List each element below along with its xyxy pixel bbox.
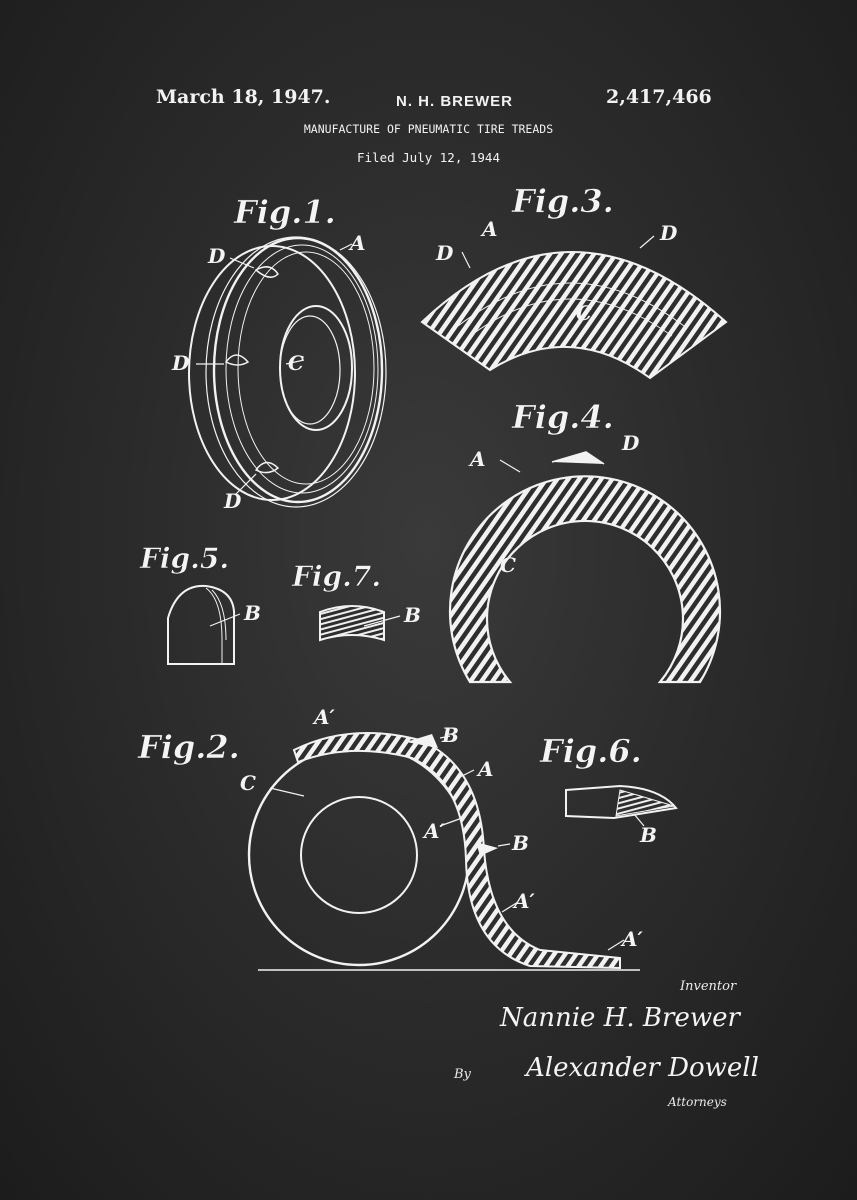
attorney-role-label: Attorneys (667, 1095, 727, 1109)
fig2-label-a-prime-end: A′ (620, 927, 644, 951)
patent-number: 2,417,466 (606, 86, 712, 108)
fig2-label: Fig.2. (137, 728, 240, 766)
fig2-tire-wrap-drawing (247, 731, 640, 971)
fig6-label-b: B (639, 823, 657, 847)
fig6-strip-piece (565, 784, 678, 827)
fig1-label-d-bottom: D (223, 489, 242, 513)
fig5-strip-end (167, 584, 241, 665)
fig4-label-c: C (500, 553, 516, 577)
fig2-label-c: C (240, 771, 256, 795)
fig2-label-a-prime-top: A′ (312, 705, 336, 729)
fig3-tread-section (420, 235, 728, 380)
fig2-label-a-prime-low: A′ (512, 889, 536, 913)
fig1-label-c: C (288, 351, 304, 375)
fig7-label: Fig.7. (291, 560, 381, 593)
patent-date: March 18, 1947. (156, 86, 331, 108)
fig3-label-c: C (576, 301, 592, 325)
fig1-label: Fig.1. (233, 193, 336, 231)
fig2-label-b-top: B (441, 723, 459, 747)
fig3-label-d-right: D (659, 221, 678, 245)
inventor-signature: Nannie H. Brewer (499, 1003, 741, 1033)
fig4-horseshoe-section (448, 451, 722, 684)
fig3-label-d-left: D (435, 241, 454, 265)
fig1-label-d-top: D (207, 244, 226, 268)
fig1-tire-drawing (188, 236, 387, 508)
fig1-label-a: A (348, 231, 366, 255)
fig5-label: Fig.5. (139, 542, 229, 575)
attorney-signature: Alexander Dowell (524, 1053, 759, 1083)
patent-title: MANUFACTURE OF PNEUMATIC TIRE TREADS (303, 122, 554, 136)
fig2-label-a: A (476, 757, 494, 781)
fig4-label-d: D (621, 431, 640, 455)
fig4-label: Fig.4. (511, 398, 614, 436)
fig2-label-a-prime-mid: A′ (422, 819, 446, 843)
fig6-label: Fig.6. (539, 732, 642, 770)
fig7-strip-piece (319, 605, 401, 642)
inventor-role-label: Inventor (679, 979, 737, 994)
by-label: By (453, 1067, 472, 1082)
fig7-label-b: B (403, 603, 421, 627)
fig4-label-a: A (468, 447, 486, 471)
fig3-label-a: A (480, 217, 498, 241)
fig2-label-b-mid: B (511, 831, 529, 855)
fig5-label-b: B (243, 601, 261, 625)
filed-date: Filed July 12, 1944 (357, 150, 500, 165)
fig3-label: Fig.3. (511, 182, 614, 220)
fig1-label-d-mid: D (171, 351, 190, 375)
inventor-header: N. H. BREWER (396, 93, 513, 110)
